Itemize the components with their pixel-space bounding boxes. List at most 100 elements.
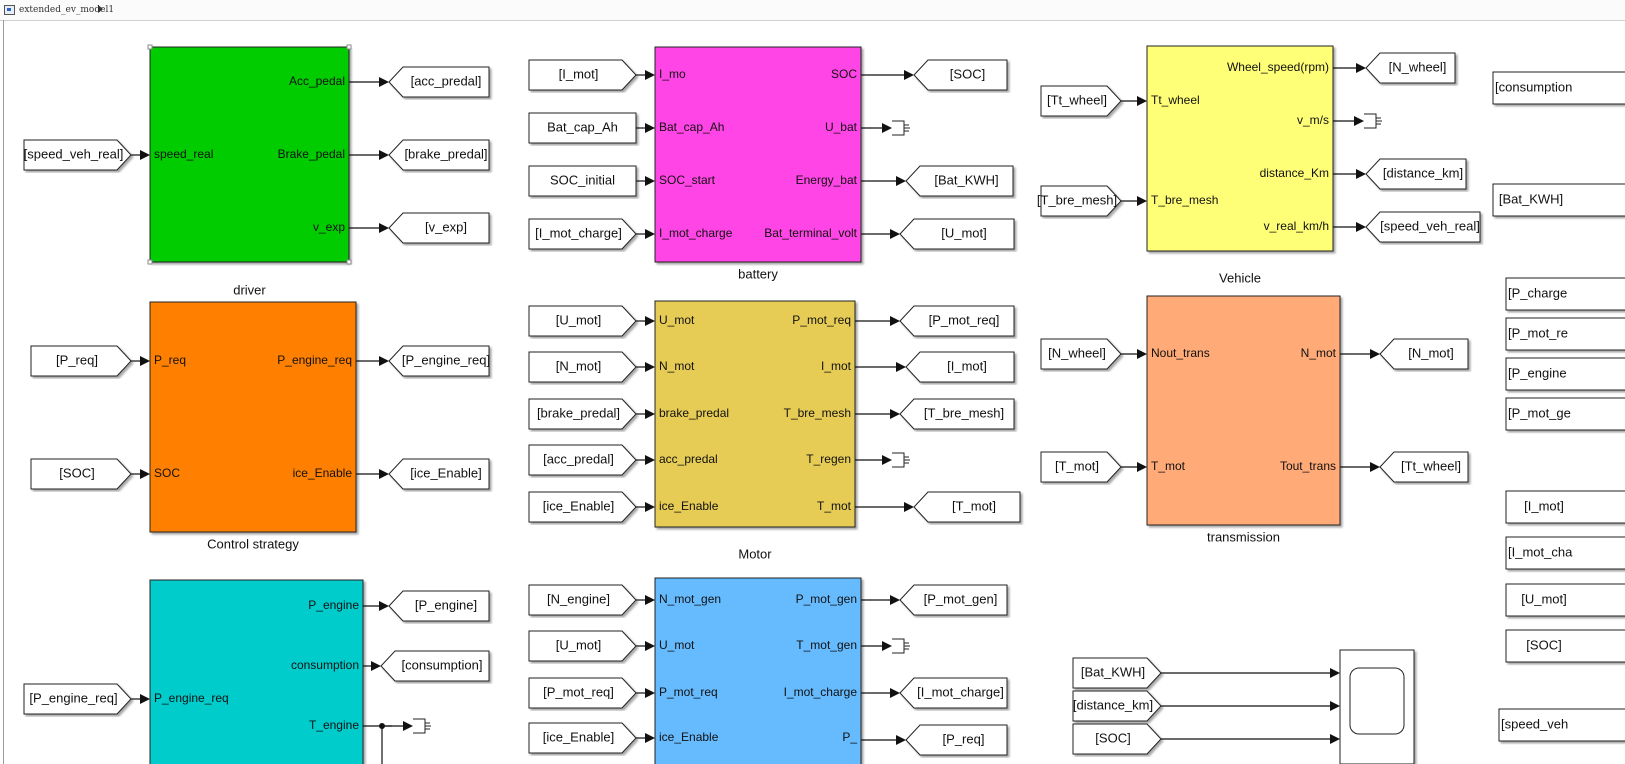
wire-from-soc-scope[interactable]	[1161, 734, 1340, 744]
wire-goto-tt-wheel[interactable]	[1340, 462, 1380, 472]
wire-from-ice-enable-motor[interactable]	[636, 502, 655, 512]
wire-from-i-mot[interactable]	[636, 70, 655, 80]
from-ice-enable-motor[interactable]: [ice_Enable]	[528, 491, 637, 523]
wire-goto-p-req[interactable]	[861, 735, 906, 745]
goto-p-mot-req[interactable]: [P_mot_req]	[899, 305, 1015, 337]
block-control-body[interactable]	[149, 301, 357, 533]
block-transmission[interactable]: Nout_transT_motN_motTout_transtransmissi…	[1146, 295, 1341, 544]
wire-goto-v-exp[interactable]	[349, 223, 389, 233]
from-n-wheel[interactable]: [N_wheel]	[1040, 338, 1122, 370]
wire-from-tt-wheel[interactable]	[1121, 96, 1147, 106]
from-t-bre-mesh[interactable]: [T_bre_mesh]	[1037, 185, 1122, 217]
goto-acc-predal[interactable]: [acc_predal]	[388, 66, 490, 98]
wire-from-u-mot-motor[interactable]	[636, 316, 655, 326]
terminator-t-regen[interactable]	[892, 452, 910, 468]
wire-from-n-mot[interactable]	[636, 362, 655, 372]
model-breadcrumb[interactable]: extended_ev_model1	[19, 5, 115, 15]
block-battery-body[interactable]	[654, 46, 862, 263]
wire-terminator-t-mot-gen[interactable]	[861, 641, 892, 651]
terminator-v-ms[interactable]	[1364, 113, 1382, 129]
goto-p-mot-gen[interactable]: [P_mot_gen]	[899, 584, 1008, 616]
wire-from-n-engine[interactable]	[636, 595, 655, 605]
goto-tt-wheel[interactable]: [Tt_wheel]	[1379, 451, 1469, 483]
wire-from-brake-predal[interactable]	[636, 409, 655, 419]
goto-n-mot[interactable]: [N_mot]	[1379, 338, 1469, 370]
rc-i-mot[interactable]: [I_mot]	[1505, 490, 1625, 524]
block-generator[interactable]: N_mot_genU_motP_mot_reqice_EnableP_mot_g…	[654, 577, 862, 764]
from-tt-wheel[interactable]: [Tt_wheel]	[1040, 85, 1122, 117]
wire-goto-distance-km[interactable]	[1333, 169, 1366, 179]
wire-from-p-mot-req[interactable]	[636, 688, 655, 698]
const-soc-initial[interactable]: SOC_initial	[528, 165, 637, 197]
wire-from-p-req[interactable]	[131, 356, 150, 366]
rc-u-mot[interactable]: [U_mot]	[1505, 583, 1625, 617]
wire-from-bat-kwh-scope[interactable]	[1161, 668, 1340, 678]
goto-n-wheel[interactable]: [N_wheel]	[1365, 52, 1456, 84]
wire-goto-speed-veh-real[interactable]	[1333, 222, 1366, 232]
wire-goto-t-mot[interactable]	[855, 502, 914, 512]
from-bat-kwh-scope[interactable]: [Bat_KWH]	[1072, 657, 1162, 689]
wire-goto-soc[interactable]	[861, 70, 914, 80]
rc-bat-kwh[interactable]: [Bat_KWH]	[1492, 183, 1625, 217]
rc-consumption[interactable]: [consumption	[1492, 71, 1625, 105]
goto-v-exp[interactable]: [v_exp]	[388, 212, 490, 244]
from-i-mot-charge[interactable]: [I_mot_charge]	[528, 218, 637, 250]
wire-from-p-engine-req[interactable]	[131, 694, 150, 704]
wire-goto-n-mot[interactable]	[1340, 349, 1380, 359]
from-soc-scope[interactable]: [SOC]	[1072, 723, 1162, 755]
wire-goto-p-engine[interactable]	[363, 601, 389, 611]
breadcrumb-arrow-icon[interactable]	[98, 5, 103, 13]
wire-goto-p-engine-req[interactable]	[356, 356, 389, 366]
goto-i-mot[interactable]: [I_mot]	[905, 351, 1015, 383]
from-speed-veh-real[interactable]: [speed_veh_real]	[23, 139, 132, 171]
wire-goto-t-bre-mesh[interactable]	[855, 409, 900, 419]
rc-p-charge[interactable]: [P_charge	[1505, 277, 1625, 311]
wire-from-speed-veh-real[interactable]	[131, 150, 150, 160]
from-n-mot[interactable]: [N_mot]	[528, 351, 637, 383]
goto-bat-kwh[interactable]: [Bat_KWH]	[905, 165, 1014, 197]
rc-p-mot-re[interactable]: [P_mot_re	[1505, 317, 1625, 351]
goto-p-engine-req[interactable]: [P_engine_req]	[388, 345, 490, 377]
wire-terminator-u-bat[interactable]	[861, 123, 892, 133]
goto-p-engine[interactable]: [P_engine]	[388, 590, 490, 622]
terminator-u-bat[interactable]	[892, 120, 910, 136]
wire-from-i-mot-charge[interactable]	[636, 229, 655, 239]
goto-p-req[interactable]: [P_req]	[905, 724, 1008, 756]
block-vehicle-body[interactable]	[1146, 45, 1334, 252]
goto-distance-km[interactable]: [distance_km]	[1365, 158, 1467, 190]
goto-speed-veh-real[interactable]: [speed_veh_real]	[1365, 211, 1481, 243]
terminator-t-mot-gen[interactable]	[892, 638, 910, 654]
wire-from-n-wheel[interactable]	[1121, 349, 1147, 359]
from-p-req[interactable]: [P_req]	[30, 345, 132, 377]
goto-ice-enable[interactable]: [ice_Enable]	[388, 458, 490, 490]
from-t-mot[interactable]: [T_mot]	[1040, 451, 1122, 483]
goto-i-mot-charge[interactable]: [I_mot_charge]	[899, 677, 1008, 709]
from-distance-km-scope[interactable]: [distance_km]	[1072, 690, 1162, 722]
from-n-engine[interactable]: [N_engine]	[528, 584, 637, 616]
wire-terminator-v-ms[interactable]	[1333, 116, 1364, 126]
selection-handle[interactable]	[346, 44, 352, 50]
wire-goto-brake-predal[interactable]	[349, 150, 389, 160]
wire-goto-n-wheel[interactable]	[1333, 63, 1366, 73]
from-ice-enable-gen[interactable]: [ice_Enable]	[528, 722, 637, 754]
rc-p-engine[interactable]: [P_engine	[1505, 357, 1625, 391]
from-p-engine-req[interactable]: [P_engine_req]	[23, 683, 132, 715]
wire-from-t-mot[interactable]	[1121, 462, 1147, 472]
wire-goto-acc-predal[interactable]	[349, 77, 389, 87]
block-driver[interactable]: speed_realAcc_pedalBrake_pedalv_expdrive…	[149, 46, 350, 297]
wire-goto-p-mot-req[interactable]	[855, 316, 900, 326]
goto-u-mot[interactable]: [U_mot]	[899, 218, 1015, 250]
block-motor[interactable]: U_motN_motbrake_predalacc_predalice_Enab…	[654, 300, 856, 561]
wire-from-u-mot-gen[interactable]	[636, 641, 655, 651]
goto-soc[interactable]: [SOC]	[913, 59, 1008, 91]
block-transmission-body[interactable]	[1146, 295, 1341, 526]
block-driver-body[interactable]	[149, 46, 350, 263]
goto-t-bre-mesh[interactable]: [T_bre_mesh]	[899, 398, 1015, 430]
block-battery[interactable]: I_moBat_cap_AhSOC_startI_mot_chargeSOCU_…	[654, 46, 862, 281]
wire-goto-consumption[interactable]	[363, 661, 381, 671]
wire-goto-bat-kwh[interactable]	[861, 176, 906, 186]
from-soc-control[interactable]: [SOC]	[30, 458, 132, 490]
wire-goto-u-mot[interactable]	[861, 229, 900, 239]
